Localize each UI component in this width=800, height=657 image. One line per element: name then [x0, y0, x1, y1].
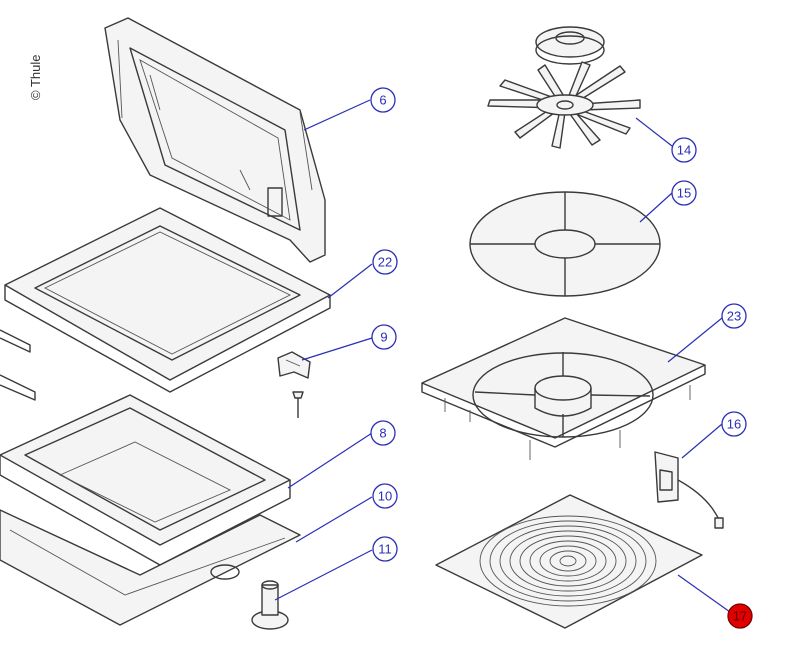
screw [292, 391, 304, 418]
callout-6[interactable]: 6 [370, 87, 396, 113]
svg-text:22: 22 [378, 255, 392, 270]
svg-text:16: 16 [727, 417, 741, 432]
callout-23[interactable]: 23 [721, 303, 747, 329]
part-17-grille[interactable] [435, 494, 703, 629]
callout-11[interactable]: 11 [372, 536, 398, 562]
part-16-switch-bracket[interactable] [654, 451, 724, 529]
svg-text:8: 8 [379, 426, 386, 441]
part-6-lid-frame[interactable] [104, 17, 326, 263]
part-11-knob[interactable] [251, 580, 289, 630]
callout-10[interactable]: 10 [372, 483, 398, 509]
svg-text:9: 9 [380, 330, 387, 345]
svg-text:23: 23 [727, 309, 741, 324]
callout-22[interactable]: 22 [372, 249, 398, 275]
callout-16[interactable]: 16 [721, 411, 747, 437]
callout-9[interactable]: 9 [371, 324, 397, 350]
part-22-upper-frame[interactable] [4, 207, 331, 393]
callout-8[interactable]: 8 [370, 420, 396, 446]
callout-15[interactable]: 15 [671, 180, 697, 206]
svg-text:6: 6 [379, 93, 386, 108]
part-9-clip[interactable] [277, 351, 311, 379]
side-strips [0, 329, 36, 401]
callout-17-highlighted[interactable]: 17 [727, 603, 753, 629]
leader-lines [274, 99, 731, 613]
copyright-text: © Thule [28, 55, 43, 100]
svg-text:11: 11 [378, 542, 392, 557]
svg-text:14: 14 [677, 143, 691, 158]
callout-14[interactable]: 14 [671, 137, 697, 163]
svg-text:17: 17 [733, 609, 747, 624]
svg-text:10: 10 [378, 489, 392, 504]
part-10-base-plate[interactable] [0, 509, 301, 626]
part-8-inner-frame[interactable] [0, 394, 291, 566]
part-23-fan-housing[interactable] [421, 317, 706, 460]
svg-text:15: 15 [677, 186, 691, 201]
part-14-fan[interactable] [487, 26, 641, 149]
part-15-ring-disc[interactable] [469, 191, 661, 297]
